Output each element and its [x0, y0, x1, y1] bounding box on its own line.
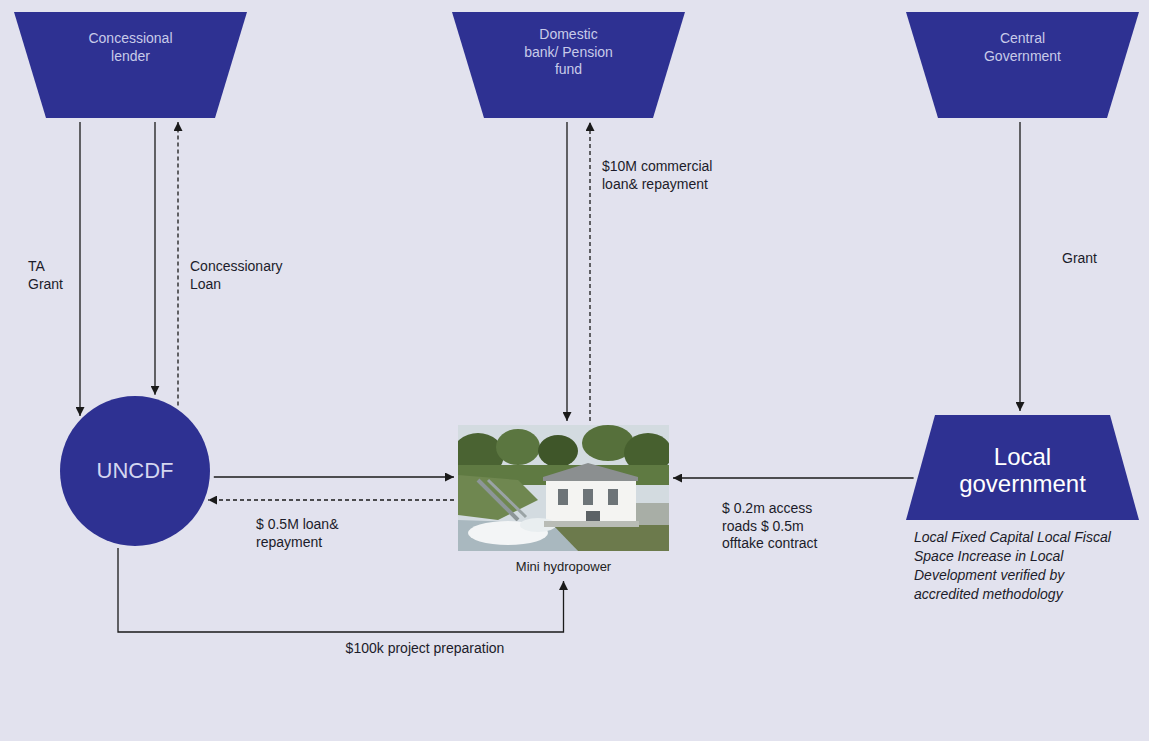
- agency-circle: UNCDF: [60, 396, 210, 546]
- flow-arrow: [79, 122, 80, 416]
- repayment-arrow: [177, 122, 178, 406]
- flow-arrow: [154, 122, 155, 395]
- flow-arrow: [214, 476, 454, 477]
- flow-label: $ 0.2m access roads $ 0.5m offtake contr…: [722, 500, 826, 553]
- node-note: Local Fixed Capital Local Fiscal Space I…: [914, 528, 1129, 604]
- flow-arrow: [566, 122, 567, 421]
- flow-label: Concessionary Loan: [190, 258, 290, 293]
- node-label: Central Government: [973, 30, 1073, 65]
- flow-label: $ 0.5M loan& repayment: [256, 516, 352, 551]
- flow-label: $10M commercial loan& repayment: [602, 158, 714, 193]
- flow-label: $100k project preparation: [330, 640, 520, 658]
- trapezoid-fill: [14, 12, 247, 118]
- trapezoid-fill: [906, 12, 1139, 118]
- node-label: Mini hydropower: [458, 559, 669, 577]
- flow-arrow: [1019, 122, 1020, 411]
- trapezoid-outline: [14, 12, 247, 118]
- trapezoid-outline: [906, 12, 1139, 118]
- flow-arrow: [673, 477, 914, 478]
- funder-trapezoid: Concessional lender: [14, 12, 247, 118]
- flow-label: Grant: [1062, 250, 1122, 268]
- node-label: Local government: [938, 444, 1108, 497]
- node-label: UNCDF: [97, 458, 174, 484]
- project-box: Mini hydropower: [458, 425, 669, 577]
- repayment-arrow: [208, 499, 454, 500]
- hydropower-photo: [458, 425, 669, 551]
- node-label: Concessional lender: [68, 30, 193, 65]
- funder-trapezoid: Central Government: [906, 12, 1139, 118]
- government-trapezoid: Local governmentLocal Fixed Capital Loca…: [906, 415, 1139, 520]
- repayment-arrow: [589, 122, 590, 421]
- flow-arrow: [118, 548, 564, 632]
- flow-label: TA Grant: [28, 258, 76, 293]
- node-label: Domestic bank/ Pension fund: [523, 26, 615, 79]
- funder-trapezoid: Domestic bank/ Pension fund: [452, 12, 685, 118]
- trapezoid-fill: [452, 12, 685, 118]
- trapezoid-fill: [906, 415, 1139, 520]
